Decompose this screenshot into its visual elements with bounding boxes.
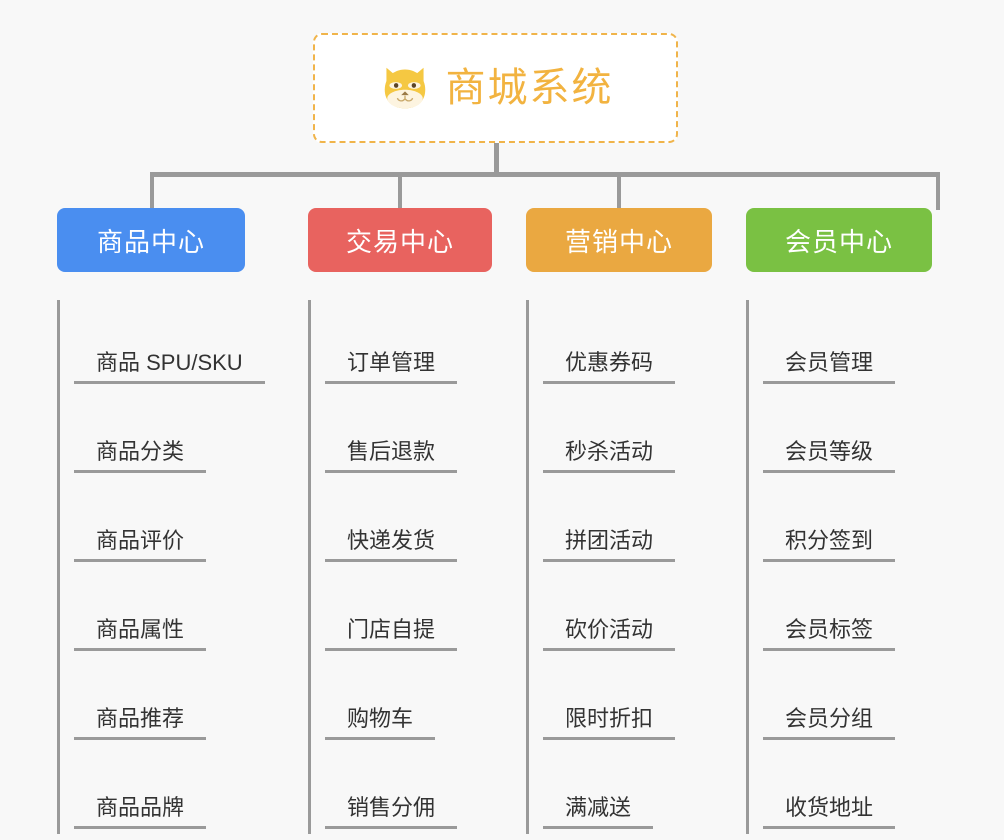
leaf-label: 积分签到 bbox=[763, 528, 896, 562]
category-box-1[interactable]: 商品中心 bbox=[57, 208, 245, 272]
connector-drop-4 bbox=[936, 172, 940, 210]
leaf-label: 会员管理 bbox=[763, 350, 896, 384]
leaf-item[interactable]: 拼团活动 bbox=[543, 478, 712, 567]
leaf-label: 秒杀活动 bbox=[543, 439, 676, 473]
leaf-item[interactable]: 商品 SPU/SKU bbox=[74, 300, 265, 389]
category-box-2[interactable]: 交易中心 bbox=[308, 208, 492, 272]
leaf-label: 会员分组 bbox=[763, 706, 896, 740]
connector-drop-3 bbox=[617, 172, 621, 210]
leaf-label: 拼团活动 bbox=[543, 528, 676, 562]
leaf-label: 销售分佣 bbox=[325, 795, 458, 829]
leaf-label: 商品分类 bbox=[74, 439, 207, 473]
leaf-item[interactable]: 订单管理 bbox=[325, 300, 492, 389]
leaf-label: 收货地址 bbox=[763, 795, 896, 829]
leaf-item[interactable]: 商品品牌 bbox=[74, 745, 245, 834]
connector-horizontal-bus bbox=[150, 172, 940, 177]
leaf-label: 购物车 bbox=[325, 706, 436, 740]
branch-column-4: 会员中心 会员管理 会员等级 积分签到 会员标签 会员分组 收货地址 bbox=[746, 208, 932, 834]
leaf-label: 售后退款 bbox=[325, 439, 458, 473]
leaf-item[interactable]: 限时折扣 bbox=[543, 656, 712, 745]
root-node[interactable]: 商城系统 bbox=[313, 33, 678, 143]
leaf-item[interactable]: 商品分类 bbox=[74, 389, 245, 478]
leaf-item[interactable]: 优惠券码 bbox=[543, 300, 712, 389]
leaf-item[interactable]: 售后退款 bbox=[325, 389, 492, 478]
category-box-4[interactable]: 会员中心 bbox=[746, 208, 932, 272]
leaf-label: 商品评价 bbox=[74, 528, 207, 562]
leaf-label: 会员等级 bbox=[763, 439, 896, 473]
leaf-label: 商品 SPU/SKU bbox=[74, 350, 265, 384]
category-label-4: 会员中心 bbox=[784, 226, 893, 257]
leaf-label: 快递发货 bbox=[325, 528, 458, 562]
leaf-item[interactable]: 秒杀活动 bbox=[543, 389, 712, 478]
leaf-item[interactable]: 砍价活动 bbox=[543, 567, 712, 656]
shiba-dog-face-icon bbox=[384, 67, 425, 109]
leaf-label: 砍价活动 bbox=[543, 617, 676, 651]
leaf-item[interactable]: 门店自提 bbox=[325, 567, 492, 656]
leaf-stack-4: 会员管理 会员等级 积分签到 会员标签 会员分组 收货地址 bbox=[746, 300, 932, 834]
leaf-item[interactable]: 商品推荐 bbox=[74, 656, 245, 745]
category-label-2: 交易中心 bbox=[345, 226, 454, 257]
root-title: 商城系统 bbox=[445, 66, 614, 110]
branch-column-2: 交易中心 订单管理 售后退款 快递发货 门店自提 购物车 销售分佣 bbox=[308, 208, 492, 834]
leaf-item[interactable]: 会员标签 bbox=[763, 567, 932, 656]
leaf-item[interactable]: 商品评价 bbox=[74, 478, 245, 567]
leaf-label: 商品推荐 bbox=[74, 706, 207, 740]
leaf-item[interactable]: 快递发货 bbox=[325, 478, 492, 567]
connector-root-stem bbox=[494, 143, 499, 176]
branch-column-1: 商品中心 商品 SPU/SKU 商品分类 商品评价 商品属性 商品推荐 商品品牌 bbox=[57, 208, 265, 834]
leaf-stack-2: 订单管理 售后退款 快递发货 门店自提 购物车 销售分佣 bbox=[308, 300, 492, 834]
leaf-item[interactable]: 购物车 bbox=[325, 656, 492, 745]
leaf-item[interactable]: 销售分佣 bbox=[325, 745, 492, 834]
leaf-stack-1: 商品 SPU/SKU 商品分类 商品评价 商品属性 商品推荐 商品品牌 bbox=[57, 300, 265, 834]
leaf-item[interactable]: 积分签到 bbox=[763, 478, 932, 567]
leaf-label: 商品属性 bbox=[74, 617, 207, 651]
leaf-item[interactable]: 会员分组 bbox=[763, 656, 932, 745]
leaf-label: 会员标签 bbox=[763, 617, 896, 651]
category-box-3[interactable]: 营销中心 bbox=[526, 208, 712, 272]
leaf-item[interactable]: 收货地址 bbox=[763, 745, 932, 834]
leaf-label: 门店自提 bbox=[325, 617, 458, 651]
leaf-item[interactable]: 会员管理 bbox=[763, 300, 932, 389]
leaf-item[interactable]: 商品属性 bbox=[74, 567, 245, 656]
leaf-label: 限时折扣 bbox=[543, 706, 676, 740]
leaf-label: 商品品牌 bbox=[74, 795, 207, 829]
leaf-item[interactable]: 满减送 bbox=[543, 745, 712, 834]
leaf-label: 订单管理 bbox=[325, 350, 458, 384]
leaf-label: 优惠券码 bbox=[543, 350, 676, 384]
category-label-1: 商品中心 bbox=[96, 226, 205, 257]
leaf-label: 满减送 bbox=[543, 795, 654, 829]
connector-drop-1 bbox=[150, 172, 154, 210]
category-label-3: 营销中心 bbox=[564, 226, 673, 257]
leaf-item[interactable]: 会员等级 bbox=[763, 389, 932, 478]
leaf-stack-3: 优惠券码 秒杀活动 拼团活动 砍价活动 限时折扣 满减送 bbox=[526, 300, 712, 834]
branch-column-3: 营销中心 优惠券码 秒杀活动 拼团活动 砍价活动 限时折扣 满减送 bbox=[526, 208, 712, 834]
connector-drop-2 bbox=[398, 172, 402, 210]
